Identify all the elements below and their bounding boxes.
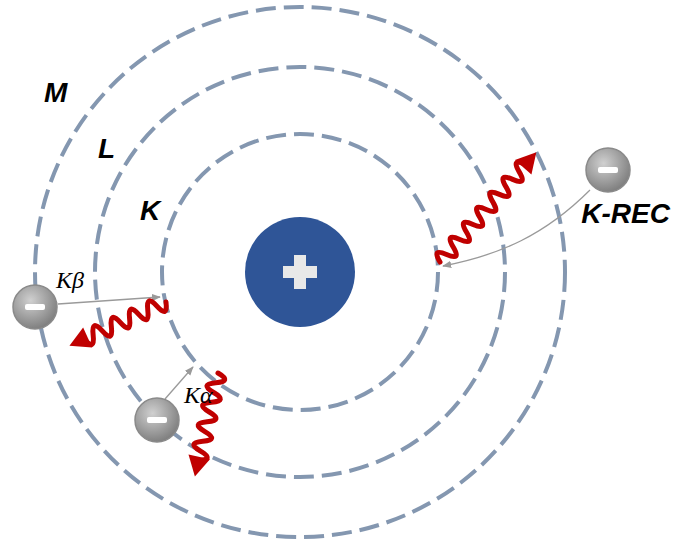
k-alpha-photon <box>184 371 229 479</box>
k-rec-photon <box>432 145 545 269</box>
electron <box>135 398 179 442</box>
k-beta-photon <box>65 292 171 356</box>
shell-label: K <box>140 196 160 227</box>
shell-label: M <box>44 78 67 109</box>
transition-label: Kβ <box>56 267 84 293</box>
k-beta-transition <box>58 297 160 304</box>
transition-label: Kα <box>184 382 213 408</box>
k-shell <box>162 134 438 410</box>
process-label: K-REC <box>581 199 670 230</box>
l-shell <box>95 67 505 477</box>
m-shell <box>35 7 565 537</box>
electron <box>13 285 57 329</box>
electron <box>586 148 630 192</box>
shell-label: L <box>98 134 115 165</box>
nucleus <box>245 217 355 327</box>
